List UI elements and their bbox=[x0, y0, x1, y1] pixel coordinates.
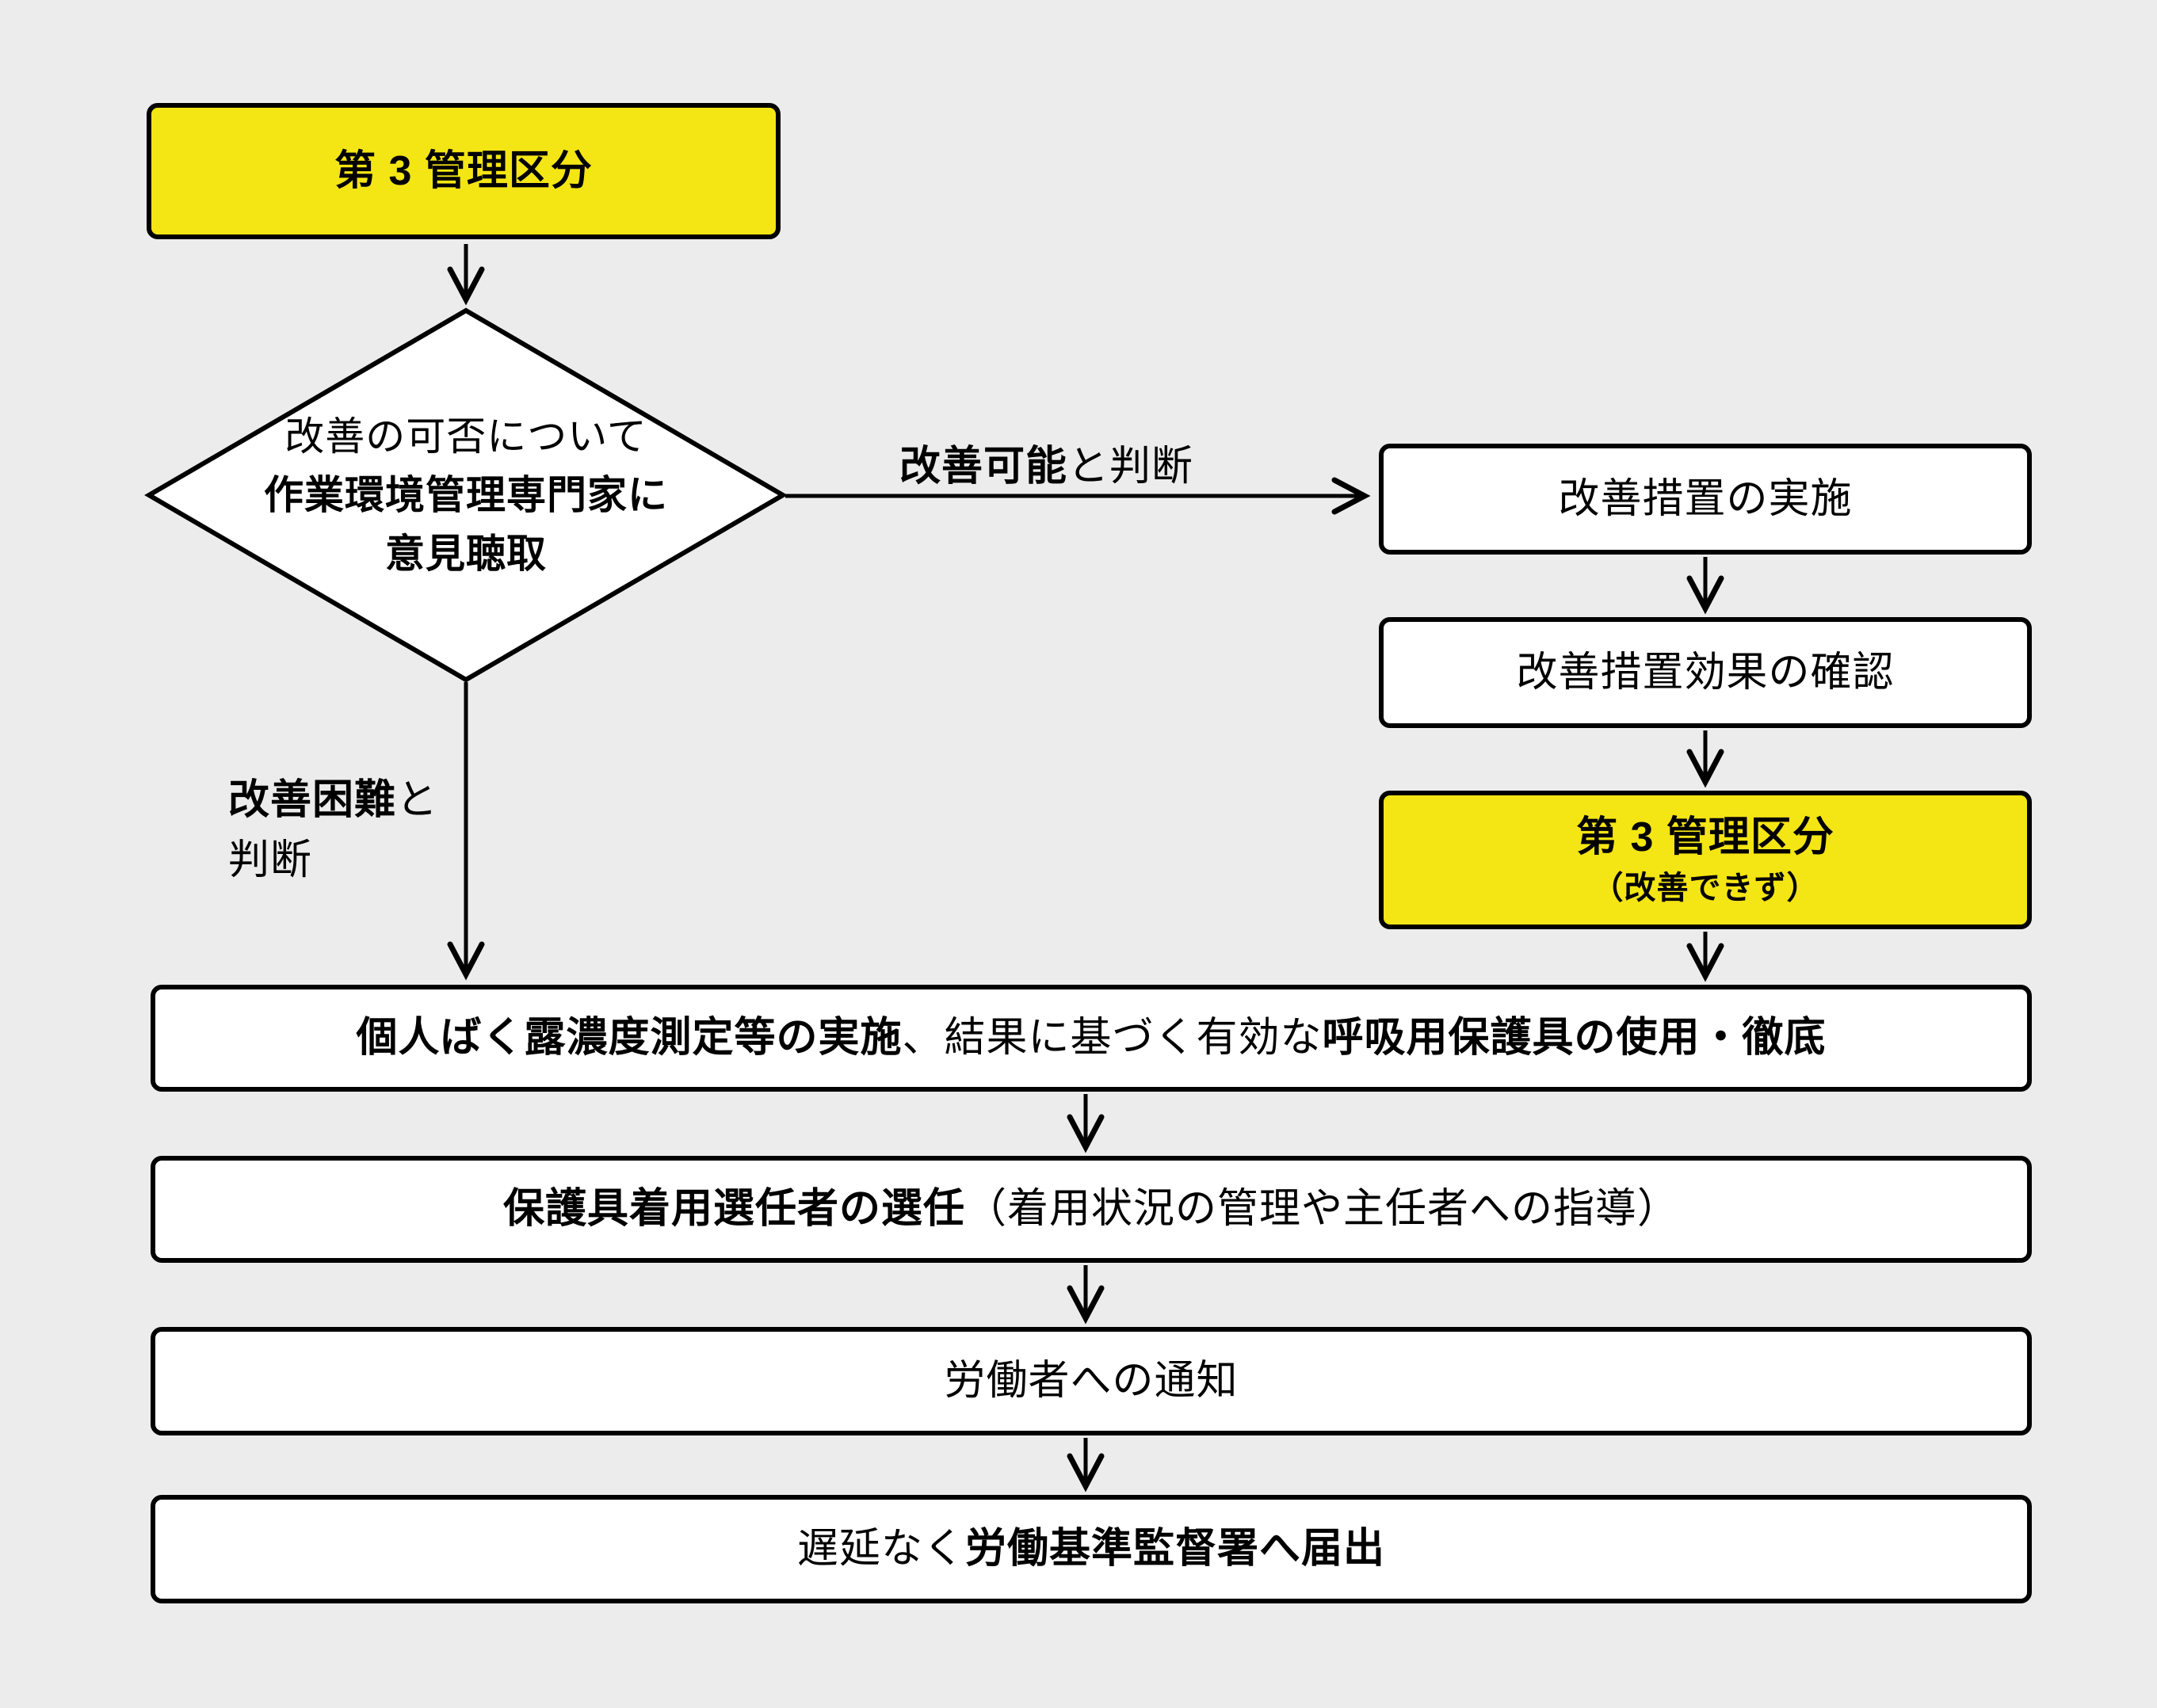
decision-line-1: 改善の可否について bbox=[284, 414, 647, 459]
node-implement-label: 改善措置の実施 bbox=[1558, 475, 1853, 522]
exposure-mid: 、結果に基づく有効な bbox=[902, 1015, 1323, 1061]
node-personal-exposure-measurement: 個人ばく露濃度測定等の実施、結果に基づく有効な呼吸用保護具の使用・徹底 bbox=[151, 985, 2032, 1092]
node-notify-workers: 労働者への通知 bbox=[151, 1327, 2032, 1435]
edge-label-difficult: 改善困難と 判断 bbox=[228, 770, 438, 890]
exposure-bold-1: 個人ばく露濃度測定等の実施 bbox=[356, 1015, 903, 1061]
report-bold: 労働基準監督署へ届出 bbox=[965, 1526, 1386, 1572]
node-category3-unimproved-subtitle: （改善できず） bbox=[1591, 871, 1819, 905]
node-category3-start-label: 第 3 管理区分 bbox=[334, 147, 593, 194]
node-confirm-label: 改善措置効果の確認 bbox=[1516, 649, 1895, 696]
edge-label-difficult-line2: 判断 bbox=[228, 837, 313, 883]
exposure-bold-2: 呼吸用保護具の使用・徹底 bbox=[1322, 1015, 1827, 1061]
appoint-paren: （着用状況の管理や主任者への指導） bbox=[965, 1186, 1680, 1232]
node-confirm-effect: 改善措置効果の確認 bbox=[1379, 617, 2032, 728]
node-implement-measures: 改善措置の実施 bbox=[1379, 444, 2032, 555]
edge-label-difficult-bold: 改善困難 bbox=[228, 777, 397, 823]
edge-label-improvable-tail: と判断 bbox=[1067, 444, 1194, 490]
node-category3-unimproved-title: 第 3 管理区分 bbox=[1576, 814, 1834, 860]
edge-label-difficult-tail: と bbox=[396, 777, 439, 823]
node-decision: 改善の可否について 作業環境管理専門家に 意見聴取 bbox=[189, 371, 743, 620]
node-category3-unimproved: 第 3 管理区分 （改善できず） bbox=[1379, 791, 2032, 929]
node-category3-start: 第 3 管理区分 bbox=[147, 103, 781, 239]
decision-line-3: 意見聴取 bbox=[385, 532, 547, 576]
appoint-bold: 保護具着用選任者の選任 bbox=[502, 1186, 965, 1232]
appoint-text: 保護具着用選任者の選任（着用状況の管理や主任者への指導） bbox=[503, 1184, 1679, 1235]
decision-diamond-shape bbox=[144, 307, 788, 683]
edge-label-improvable: 改善可能と判断 bbox=[899, 433, 1193, 492]
report-head: 遅延なく bbox=[796, 1526, 965, 1572]
exposure-text: 個人ばく露濃度測定等の実施、結果に基づく有効な呼吸用保護具の使用・徹底 bbox=[356, 1012, 1826, 1064]
decision-line-2: 作業環境管理専門家に bbox=[264, 473, 668, 517]
node-protector-appointee-selection: 保護具着用選任者の選任（着用状況の管理や主任者への指導） bbox=[151, 1156, 2032, 1263]
report-text: 遅延なく労働基準監督署へ届出 bbox=[797, 1523, 1385, 1575]
node-report-labor-standards-office: 遅延なく労働基準監督署へ届出 bbox=[151, 1495, 2032, 1603]
notify-label: 労働者への通知 bbox=[944, 1358, 1239, 1404]
edge-label-improvable-bold: 改善可能 bbox=[899, 444, 1068, 490]
